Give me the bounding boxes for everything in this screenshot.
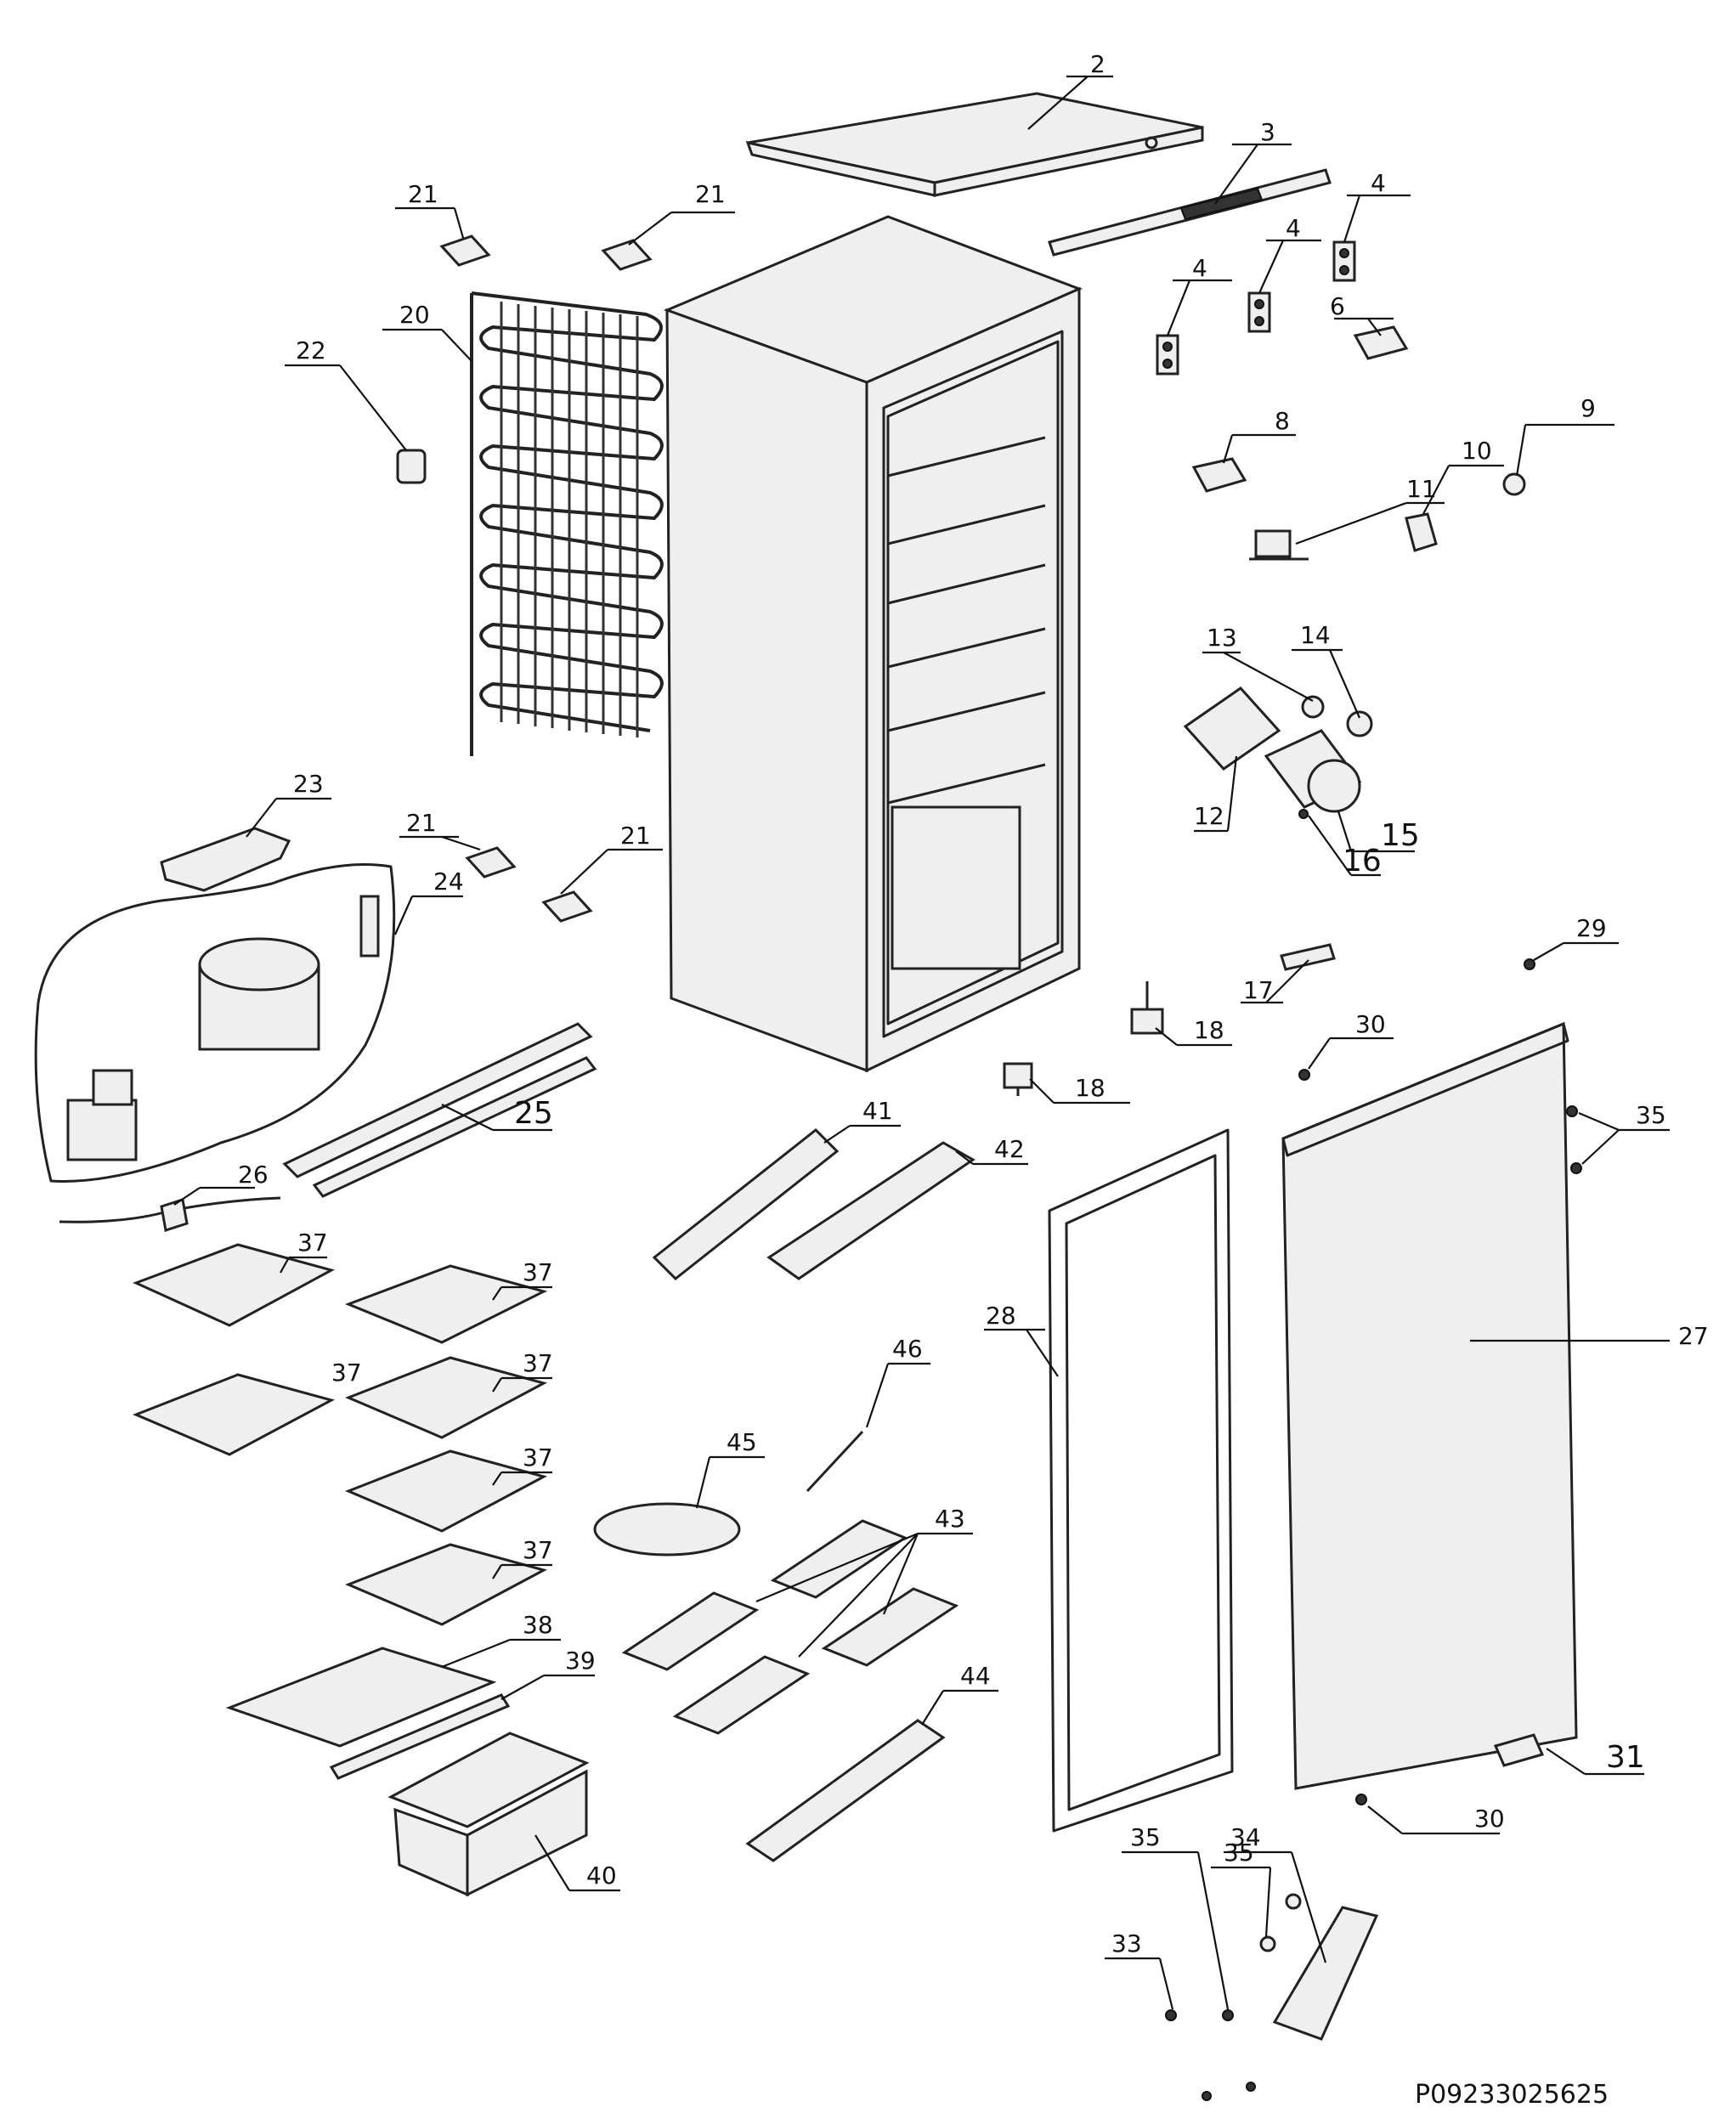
part-outer-door — [1281, 1021, 1578, 1790]
part-lamp-housing — [1183, 686, 1373, 819]
callout-labels: 2 3 4 4 4 6 8 9 10 11 12 13 14 15 16 17 … — [238, 50, 1709, 1958]
callout-41: 41 — [862, 1097, 893, 1125]
callout-46: 46 — [892, 1335, 923, 1363]
callout-18: 18 — [1194, 1016, 1224, 1044]
callout-17: 17 — [1243, 976, 1274, 1004]
part-screws-hinges — [1165, 958, 1582, 2101]
callout-22: 22 — [296, 336, 326, 364]
callout-28: 28 — [986, 1302, 1016, 1330]
callout-2: 2 — [1090, 50, 1105, 78]
callout-38: 38 — [523, 1611, 553, 1639]
callout-26: 26 — [238, 1161, 269, 1189]
part-brackets — [1191, 325, 1409, 493]
part-power-cord — [59, 1196, 281, 1232]
callout-24: 24 — [433, 867, 464, 895]
part-top-cover — [745, 92, 1204, 197]
callout-34: 34 — [1230, 1823, 1261, 1851]
callout-20: 20 — [399, 301, 430, 329]
callout-15: 15 — [1381, 818, 1420, 853]
part-condenser — [470, 291, 673, 786]
part-compressor-group — [34, 863, 396, 1183]
part-cabinet — [663, 215, 1083, 1073]
callout-4: 4 — [1371, 169, 1386, 197]
callout-4: 4 — [1286, 214, 1301, 242]
callout-4: 4 — [1192, 254, 1207, 282]
callout-23: 23 — [293, 770, 324, 798]
part-door-gasket — [1048, 1128, 1234, 1833]
callout-37: 37 — [523, 1349, 553, 1377]
callout-33: 33 — [1111, 1929, 1142, 1958]
callout-21: 21 — [406, 809, 437, 837]
callout-9: 9 — [1580, 394, 1596, 422]
callout-37: 37 — [331, 1359, 362, 1387]
part-crisper-drawer — [387, 1732, 590, 1897]
callout-29: 29 — [1576, 914, 1607, 942]
callout-3: 3 — [1260, 118, 1275, 146]
part-top-bracket — [1048, 168, 1332, 257]
callout-18: 18 — [1075, 1074, 1105, 1102]
callout-8: 8 — [1275, 407, 1290, 435]
callout-21: 21 — [620, 822, 651, 850]
callout-11: 11 — [1406, 475, 1437, 503]
part-adjustable-feet — [1003, 981, 1164, 1096]
callout-37: 37 — [523, 1258, 553, 1286]
callout-21: 21 — [695, 180, 726, 208]
part-door-bins — [593, 1430, 959, 1862]
callout-25: 25 — [514, 1096, 553, 1131]
part-drip-tray — [160, 827, 291, 892]
callout-10: 10 — [1462, 437, 1492, 465]
part-clips — [396, 234, 653, 923]
callout-35: 35 — [1636, 1101, 1666, 1129]
callout-35: 35 — [1224, 1839, 1254, 1867]
callout-6: 6 — [1330, 292, 1345, 320]
callout-40: 40 — [586, 1862, 617, 1890]
callout-13: 13 — [1207, 624, 1237, 652]
part-crisper-cover — [225, 1647, 511, 1780]
leader-lines — [173, 75, 1670, 2010]
reference-code: P09233025625 — [1415, 2080, 1609, 2110]
callout-37: 37 — [523, 1444, 553, 1472]
part-hinge-plates — [1156, 240, 1356, 376]
callout-37: 37 — [523, 1536, 553, 1564]
part-glass-shelves — [133, 1243, 548, 1626]
callout-30: 30 — [1355, 1010, 1386, 1038]
callout-30: 30 — [1474, 1805, 1505, 1833]
callout-35: 35 — [1130, 1823, 1161, 1851]
callout-43: 43 — [935, 1505, 965, 1533]
callout-14: 14 — [1300, 621, 1331, 649]
callout-21: 21 — [408, 180, 438, 208]
part-switch — [1280, 943, 1336, 971]
callout-39: 39 — [565, 1647, 596, 1675]
callout-37: 37 — [297, 1229, 328, 1257]
callout-44: 44 — [960, 1662, 991, 1690]
callout-45: 45 — [727, 1428, 757, 1456]
callout-12: 12 — [1194, 802, 1224, 830]
callout-42: 42 — [994, 1135, 1025, 1163]
callout-27: 27 — [1678, 1322, 1709, 1350]
part-electrical-components — [1249, 472, 1526, 561]
callout-16: 16 — [1343, 844, 1382, 879]
part-door-handle — [1272, 1906, 1379, 2041]
part-upper-balconies — [652, 1127, 975, 1281]
callout-31: 31 — [1606, 1740, 1645, 1775]
part-base-rail — [282, 1022, 597, 1198]
